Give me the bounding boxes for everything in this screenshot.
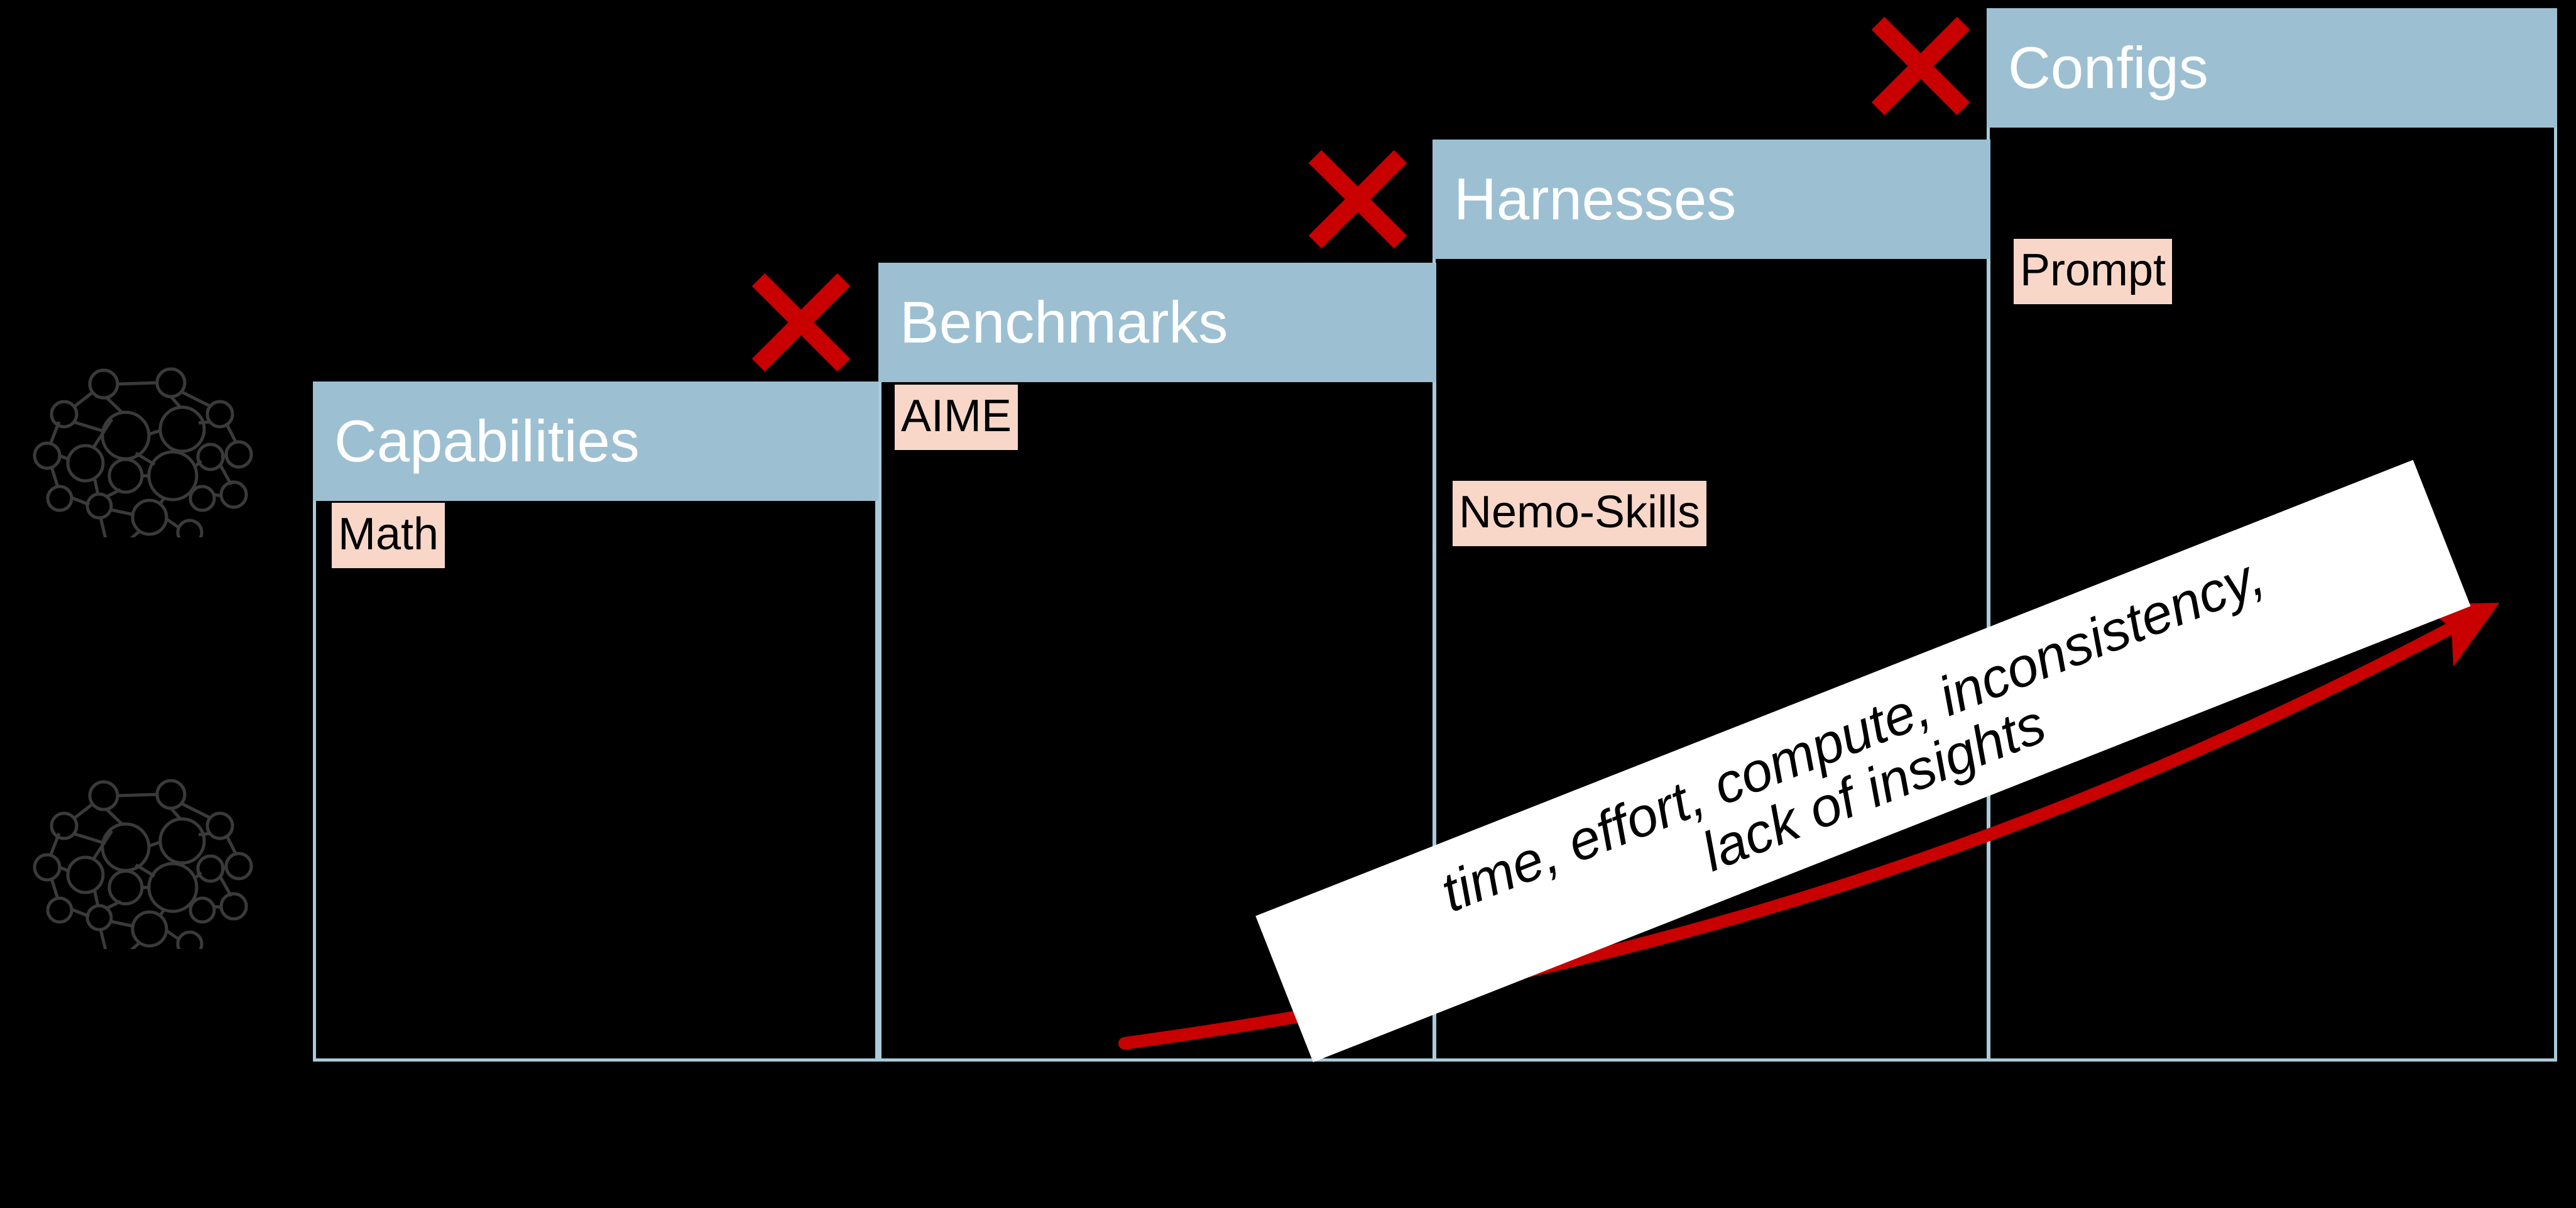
red-x-icon	[1304, 146, 1411, 253]
column-header-label: Capabilities	[334, 408, 640, 474]
brain-network-icon	[31, 773, 258, 949]
red-x-icon	[1867, 13, 1974, 119]
column-header-benchmarks[interactable]: Benchmarks	[878, 263, 1436, 382]
column-header-capabilities[interactable]: Capabilities	[313, 382, 878, 501]
column-outline-configs	[1987, 8, 2557, 1062]
column-header-configs[interactable]: Configs	[1987, 8, 2557, 128]
column-header-label: Benchmarks	[900, 289, 1228, 355]
column-header-label: Harnesses	[1454, 166, 1737, 232]
tag-chip-prompt[interactable]: Prompt	[2014, 239, 2173, 304]
tag-chip-aime[interactable]: AIME	[895, 385, 1018, 450]
brain-network-icon	[31, 361, 258, 537]
column-header-label: Configs	[2008, 35, 2208, 101]
tag-chip-nemo-skills[interactable]: Nemo-Skills	[1453, 481, 1707, 546]
red-x-icon	[748, 269, 854, 376]
tag-chip-math[interactable]: Math	[332, 503, 445, 568]
column-outline-capabilities	[313, 382, 878, 1062]
column-header-harnesses[interactable]: Harnesses	[1433, 140, 1990, 259]
